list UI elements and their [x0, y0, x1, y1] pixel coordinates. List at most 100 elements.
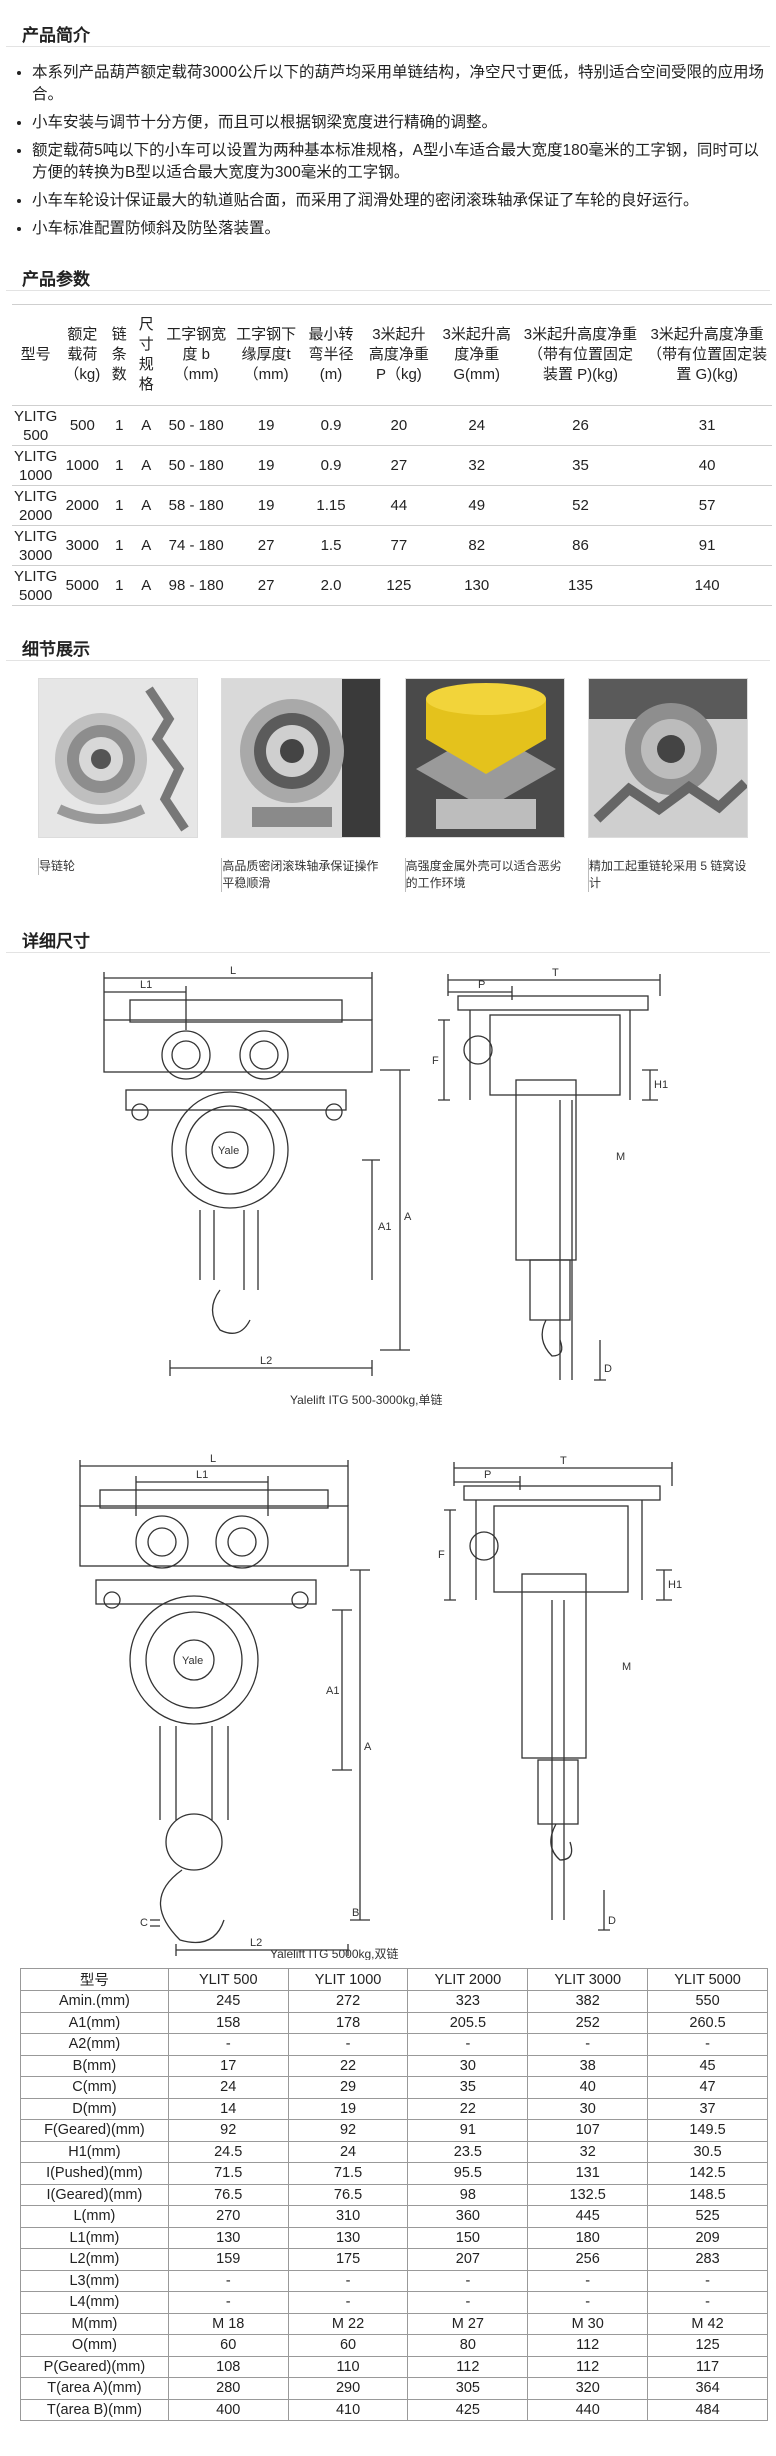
- params-cell: 31: [642, 405, 772, 446]
- dim-label: H1: [668, 1579, 682, 1591]
- detail-photo-housing: [404, 678, 565, 838]
- dims-cell: F(Geared)(mm): [20, 2119, 169, 2142]
- dims-header-cell: YLIT 1000: [287, 1968, 409, 1991]
- dims-cell: T(area A)(mm): [20, 2377, 169, 2400]
- detail-item: 高品质密闭滚珠轴承保证操作平稳顺滑: [221, 678, 382, 892]
- params-cell: 1: [105, 445, 134, 486]
- params-cell: 2.0: [299, 565, 363, 606]
- dims-cell: 24: [167, 2076, 289, 2099]
- dims-cell: -: [407, 2033, 529, 2056]
- params-cell: A: [133, 525, 160, 566]
- params-cell: 44: [362, 485, 435, 526]
- params-cell: 19: [233, 405, 300, 446]
- params-cell: YLITG 2000: [12, 485, 60, 526]
- intro-item: 小车安装与调节十分方便，而且可以根据钢梁宽度进行精确的调整。: [32, 112, 764, 134]
- params-cell: 1: [105, 565, 134, 606]
- params-cell: 27: [362, 445, 435, 486]
- dims-cell: 37: [647, 2097, 768, 2120]
- dim-label: A: [404, 1211, 412, 1223]
- dims-cell: 425: [407, 2398, 529, 2421]
- dims-header-cell: YLIT 2000: [407, 1968, 529, 1991]
- dims-cell: A1(mm): [20, 2011, 169, 2034]
- params-header-cell: 尺寸规格: [133, 304, 160, 406]
- dims-table: 型号 YLIT 500 YLIT 1000 YLIT 2000 YLIT 300…: [20, 1968, 768, 2421]
- params-header-cell: 最小转弯半径(m): [299, 304, 363, 406]
- dims-cell: 22: [287, 2054, 409, 2077]
- detail-caption: 精加工起重链轮采用 5 链窝设计: [587, 858, 747, 892]
- dims-cell: 131: [527, 2162, 649, 2185]
- dim-label: H1: [654, 1079, 668, 1091]
- params-cell: 2000: [59, 485, 106, 526]
- dims-cell: 40: [527, 2076, 649, 2099]
- dims-cell: 112: [527, 2334, 649, 2357]
- params-header-cell: 工字钢下缘厚度t（mm): [233, 304, 300, 406]
- dim-label: L1: [140, 979, 152, 991]
- brand-label: Yale: [182, 1655, 203, 1667]
- params-cell: 1: [105, 525, 134, 566]
- dims-cell: 283: [647, 2248, 768, 2271]
- section-title-params: 产品参数: [6, 264, 770, 291]
- dims-cell: 445: [527, 2205, 649, 2228]
- dims-header-cell: YLIT 5000: [647, 1968, 768, 1991]
- dims-cell: M(mm): [20, 2312, 169, 2335]
- dims-cell: 14: [167, 2097, 289, 2120]
- dims-cell: -: [167, 2033, 289, 2056]
- dims-cell: -: [527, 2291, 649, 2314]
- dims-cell: -: [647, 2033, 768, 2056]
- dims-cell: 209: [647, 2226, 768, 2249]
- dims-cell: 270: [167, 2205, 289, 2228]
- params-cell: 24: [434, 405, 519, 446]
- params-cell: 52: [518, 485, 643, 526]
- dims-cell: 60: [167, 2334, 289, 2357]
- params-cell: 1.5: [299, 525, 363, 566]
- dims-cell: 23.5: [407, 2140, 529, 2163]
- intro-item: 小车车轮设计保证最大的轨道贴合面，而采用了润滑处理的密闭滚珠轴承保证了车轮的良好…: [32, 190, 764, 212]
- details-section: 细节展示: [0, 634, 776, 661]
- dim-label: A1: [378, 1221, 391, 1233]
- drawing-double-chain-svg: L L1 A1 A L2 C B Yale P T F H1 M D Yalel…: [79, 1453, 682, 1960]
- dims-cell: H1(mm): [20, 2140, 169, 2163]
- params-cell: 1.15: [299, 485, 363, 526]
- dims-cell: 400: [167, 2398, 289, 2421]
- drawing-caption: Yalelift ITG 500-3000kg,单链: [290, 1392, 443, 1407]
- dim-label: A: [364, 1741, 372, 1753]
- dims-cell: 107: [527, 2119, 649, 2142]
- dims-cell: 130: [167, 2226, 289, 2249]
- dims-cell: 382: [527, 1990, 649, 2013]
- dims-cell: B(mm): [20, 2054, 169, 2077]
- dim-label: M: [616, 1151, 625, 1163]
- params-cell: YLITG 3000: [12, 525, 60, 566]
- dims-cell: 92: [167, 2119, 289, 2142]
- params-cell: 57: [642, 485, 772, 526]
- brand-label: Yale: [218, 1145, 239, 1157]
- dims-cell: 256: [527, 2248, 649, 2271]
- dims-cell: 130: [287, 2226, 409, 2249]
- params-header-cell: 型号: [12, 304, 60, 406]
- dims-cell: 525: [647, 2205, 768, 2228]
- dim-label: L: [210, 1453, 216, 1465]
- dims-cell: 149.5: [647, 2119, 768, 2142]
- params-cell: 98 - 180: [159, 565, 234, 606]
- params-cell: 32: [434, 445, 519, 486]
- dims-cell: 125: [647, 2334, 768, 2357]
- dims-row: A2(mm)-----: [20, 2033, 768, 2056]
- dims-cell: 95.5: [407, 2162, 529, 2185]
- params-cell: A: [133, 445, 160, 486]
- dims-cell: 91: [407, 2119, 529, 2142]
- params-cell: 50 - 180: [159, 445, 234, 486]
- dims-cell: 19: [287, 2097, 409, 2120]
- dims-cell: 440: [527, 2398, 649, 2421]
- drawing-single-chain: L L1 A1 A L2 Yale P T F H1 M D Yalelift …: [0, 960, 776, 1430]
- dims-cell: L4(mm): [20, 2291, 169, 2314]
- dims-cell: 260.5: [647, 2011, 768, 2034]
- params-cell: 82: [434, 525, 519, 566]
- dims-cell: 180: [527, 2226, 649, 2249]
